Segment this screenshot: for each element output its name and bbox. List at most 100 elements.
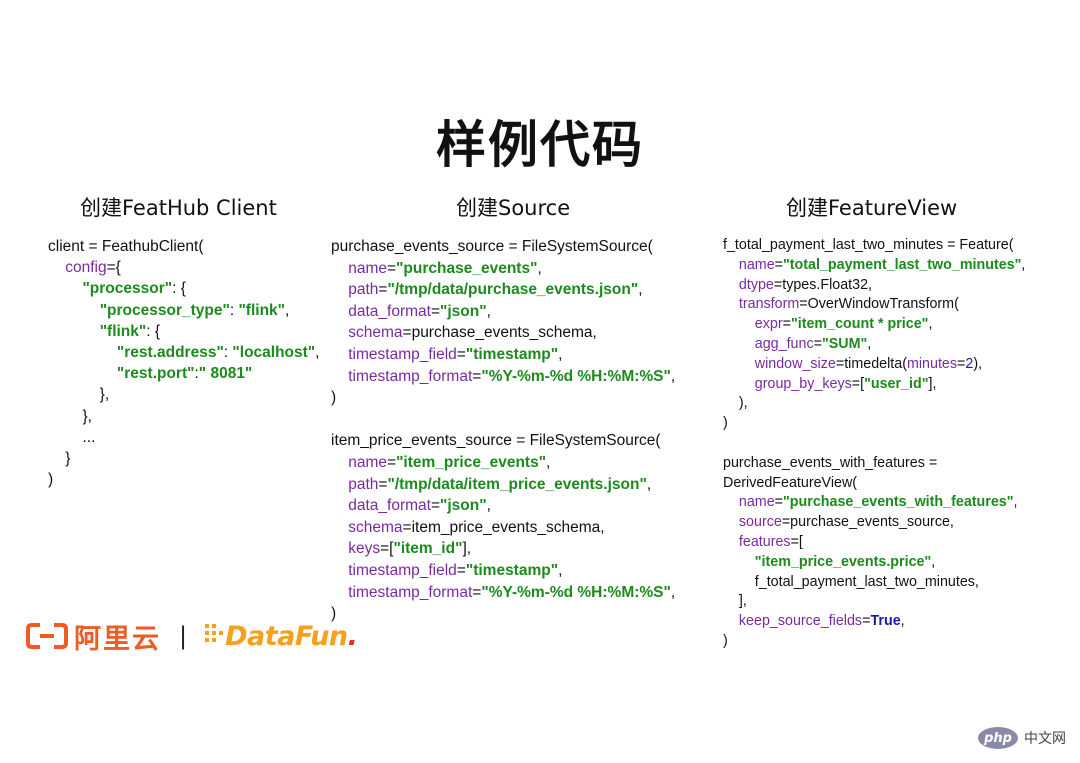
code-token [48,280,82,297]
code-line: DerivedFeatureView( [723,474,1025,494]
code-block-featureview: f_total_payment_last_two_minutes = Featu… [723,236,1025,652]
code-token: = [430,302,441,320]
code-token: "item_price_events.price" [754,553,932,570]
code-token: name [348,259,388,277]
code-token: ) [723,415,728,432]
code-token: window_size [754,355,836,372]
code-token [331,260,348,277]
code-token: =item_price_events_schema, [402,518,605,536]
aliyun-logo-icon [26,622,68,650]
aliyun-logo-text: 阿里云 [74,623,161,655]
datafun-logo-text: DataFun. [225,621,358,652]
code-token [331,454,348,471]
code-line: "rest.address": "localhost", [48,342,320,363]
code-token: ) [331,389,337,407]
code-line: client = FeathubClient( [48,236,319,257]
code-token: = [456,345,466,363]
code-line: f_total_payment_last_two_minutes = Featu… [723,236,1025,256]
code-line: timestamp_format="%Y-%m-%d %H:%M:%S", [331,582,675,604]
code-token: schema [348,324,403,342]
code-token: "rest.port" [116,365,195,383]
code-line: path="/tmp/data/purchase_events.json", [331,279,675,301]
logo-row: 阿里云 | DataFun. [26,618,358,655]
datafun-logo-icon [203,621,225,651]
code-token: = [862,613,871,630]
code-token: path [348,281,379,299]
code-line: keep_source_fields=True, [723,612,1025,632]
code-token: ), [723,395,748,412]
code-token [723,296,739,312]
code-token: f_total_payment_last_two_minutes, [723,573,979,590]
code-token: = [472,583,482,601]
code-token: ), [973,355,983,372]
code-token: ) [48,471,54,489]
code-token: =[ [380,540,394,558]
code-token [331,324,348,341]
code-token: data_format [348,497,431,515]
code-token: dtype [738,276,774,293]
code-token: =[ [790,533,803,550]
code-token: " 8081" [198,365,253,383]
code-token: = [782,316,791,333]
code-token: =timedelta( [835,355,907,372]
code-token: , [670,583,676,601]
code-line: f_total_payment_last_two_minutes, [723,573,1025,593]
code-line: schema=item_price_events_schema, [331,517,675,539]
code-token [331,281,348,298]
code-token [723,336,755,352]
code-token: = [456,561,466,579]
code-line [331,409,675,431]
code-token: expr [754,316,783,333]
code-line: "flink": { [48,321,319,342]
code-line: data_format="json", [331,301,675,323]
code-token: }, [48,407,92,425]
code-token [48,259,65,276]
code-line: } [48,448,319,469]
code-line: config={ [48,257,319,278]
code-token: "/tmp/data/item_price_events.json" [387,475,647,493]
code-token: : [223,344,233,362]
code-block-client: client = FeathubClient( config={ "proces… [48,236,319,490]
code-line: purchase_events_with_features = [723,454,1025,474]
heading-client: 创建FeatHub Client [80,196,277,220]
code-token: ], [462,540,472,558]
code-token: features [738,533,791,550]
code-token: : { [172,280,186,298]
php-watermark-label: 中文网 [1024,731,1066,747]
code-token: DerivedFeatureView( [723,474,858,491]
code-line: features=[ [723,533,1025,553]
code-token: transform [738,296,800,313]
code-line: transform=OverWindowTransform( [723,295,1025,315]
code-token: =purchase_events_schema, [402,324,597,342]
code-token: name [348,453,388,471]
code-line: name="purchase_events_with_features", [723,493,1025,513]
code-line: timestamp_field="timestamp", [331,344,675,366]
code-token: name [738,256,775,273]
code-line: path="/tmp/data/item_price_events.json", [331,474,675,496]
code-token [331,519,348,536]
code-token [48,323,100,340]
code-line: agg_func="SUM", [723,335,1025,355]
code-line: ) [331,387,675,409]
code-token [331,346,348,363]
code-line: ) [331,603,675,625]
code-line: timestamp_field="timestamp", [331,560,675,582]
code-token [331,303,348,320]
code-token: "rest.address" [116,344,224,362]
code-token [331,476,348,493]
code-line: }, [48,384,319,405]
code-token: True [870,613,901,630]
code-token: "json" [440,497,487,515]
code-token: = [378,281,388,299]
code-line: window_size=timedelta(minutes=2), [723,355,1025,375]
code-line: "item_price_events.price", [723,553,1025,573]
code-token: = [472,367,482,385]
code-token [331,368,348,385]
code-token: "processor_type" [99,301,230,319]
code-token: item_price_events_source = FileSystemSou… [331,432,661,450]
heading-source: 创建Source [456,196,571,220]
code-token: ], [928,375,937,392]
code-token: = [813,335,822,352]
code-token: minutes [906,355,958,372]
code-token [723,257,739,273]
